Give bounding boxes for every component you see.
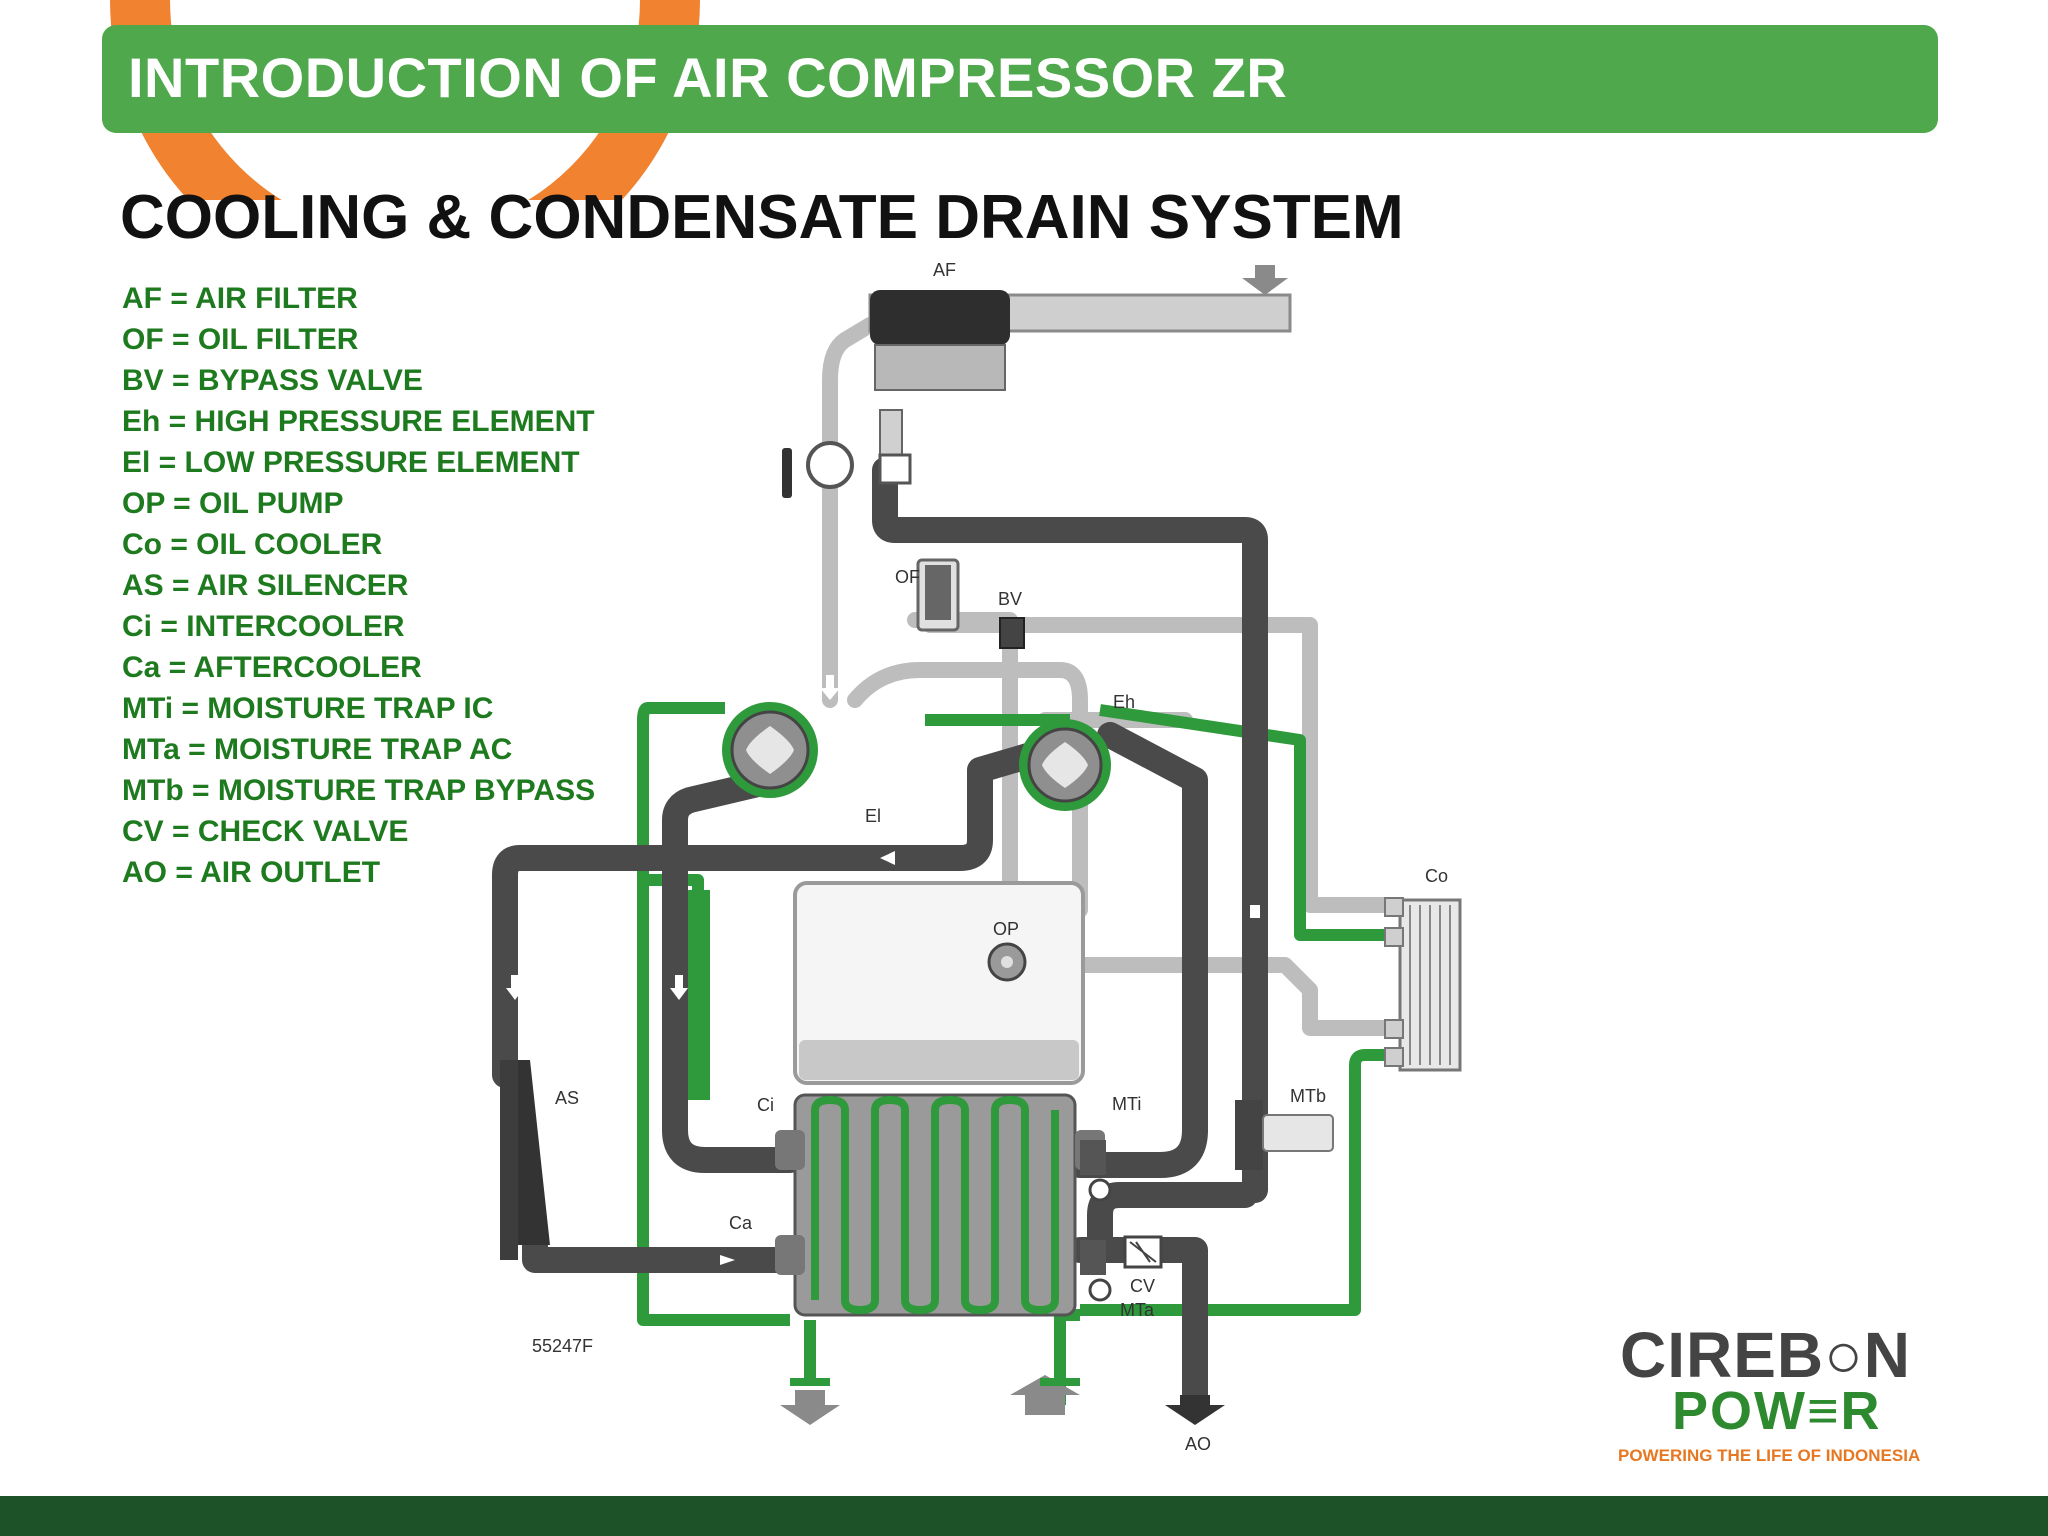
logo-tagline: POWERING THE LIFE OF INDONESIA bbox=[1618, 1446, 1921, 1465]
footer-bar bbox=[0, 1496, 2048, 1536]
legend-item: CV = CHECK VALVE bbox=[122, 815, 409, 848]
label-as: AS bbox=[555, 1088, 579, 1108]
page-title: INTRODUCTION OF AIR COMPRESSOR ZR bbox=[128, 46, 1288, 109]
label-ca: Ca bbox=[729, 1213, 753, 1233]
moisture-trap-bypass bbox=[1235, 1100, 1334, 1170]
legend-item: Eh = HIGH PRESSURE ELEMENT bbox=[122, 405, 595, 438]
legend-item: Co = OIL COOLER bbox=[122, 528, 383, 561]
flow-arrows bbox=[506, 675, 1260, 1265]
label-of: OF bbox=[895, 567, 920, 587]
moisture-trap-ic bbox=[1080, 1140, 1112, 1202]
cirebon-power-logo: CIREB○N POW≡R POWERING THE LIFE OF INDON… bbox=[1612, 1312, 1944, 1472]
label-el: El bbox=[865, 806, 881, 826]
legend-item: BV = BYPASS VALVE bbox=[122, 364, 423, 397]
oil-pump bbox=[987, 942, 1027, 982]
label-bv: BV bbox=[998, 589, 1022, 609]
logo-line-2: POW≡R bbox=[1672, 1381, 1882, 1441]
moisture-trap-ac bbox=[1080, 1240, 1112, 1302]
oil-filter bbox=[916, 558, 960, 632]
legend-item: AO = AIR OUTLET bbox=[122, 856, 381, 889]
legend-item: El = LOW PRESSURE ELEMENT bbox=[122, 446, 580, 479]
logo-line-1: CIREB○N bbox=[1620, 1319, 1911, 1391]
label-cv: CV bbox=[1130, 1276, 1155, 1296]
label-ci: Ci bbox=[757, 1095, 774, 1115]
section-subtitle: COOLING & CONDENSATE DRAIN SYSTEM bbox=[120, 183, 1404, 252]
high-pressure-element bbox=[1019, 719, 1111, 811]
legend-item: AF = AIR FILTER bbox=[122, 282, 358, 315]
legend-item: MTa = MOISTURE TRAP AC bbox=[122, 733, 513, 766]
oil-sump-tank bbox=[793, 881, 1085, 1085]
diagram-reference-number: 55247F bbox=[532, 1336, 593, 1356]
abbreviation-legend: AF = AIR FILTER OF = OIL FILTER BV = BYP… bbox=[122, 278, 595, 893]
label-eh: Eh bbox=[1113, 692, 1135, 712]
bypass-valve bbox=[999, 617, 1025, 649]
label-mta: MTa bbox=[1120, 1300, 1155, 1320]
label-af: AF bbox=[933, 260, 956, 280]
inlet-throttle-valve bbox=[782, 409, 912, 498]
legend-item: MTi = MOISTURE TRAP IC bbox=[122, 692, 494, 725]
low-pressure-element bbox=[722, 702, 818, 798]
label-ao: AO bbox=[1185, 1434, 1211, 1454]
check-valve bbox=[1123, 1235, 1163, 1269]
label-co: Co bbox=[1425, 866, 1448, 886]
cooling-jacket bbox=[686, 890, 710, 1100]
legend-item: Ca = AFTERCOOLER bbox=[122, 651, 422, 684]
label-mti: MTi bbox=[1112, 1094, 1141, 1114]
air-filter bbox=[868, 265, 1292, 391]
header-bar: INTRODUCTION OF AIR COMPRESSOR ZR bbox=[102, 25, 1938, 133]
drain-arrows bbox=[780, 1375, 1225, 1425]
oil-cooler bbox=[1384, 897, 1462, 1072]
legend-item: OF = OIL FILTER bbox=[122, 323, 359, 356]
label-mtb: MTb bbox=[1290, 1086, 1326, 1106]
air-silencer-body bbox=[500, 1060, 518, 1260]
legend-item: Ci = INTERCOOLER bbox=[122, 610, 405, 643]
legend-item: MTb = MOISTURE TRAP BYPASS bbox=[122, 774, 596, 807]
legend-item: OP = OIL PUMP bbox=[122, 487, 344, 520]
label-op: OP bbox=[993, 919, 1019, 939]
intercooler-aftercooler bbox=[775, 1093, 1105, 1317]
legend-item: AS = AIR SILENCER bbox=[122, 569, 409, 602]
